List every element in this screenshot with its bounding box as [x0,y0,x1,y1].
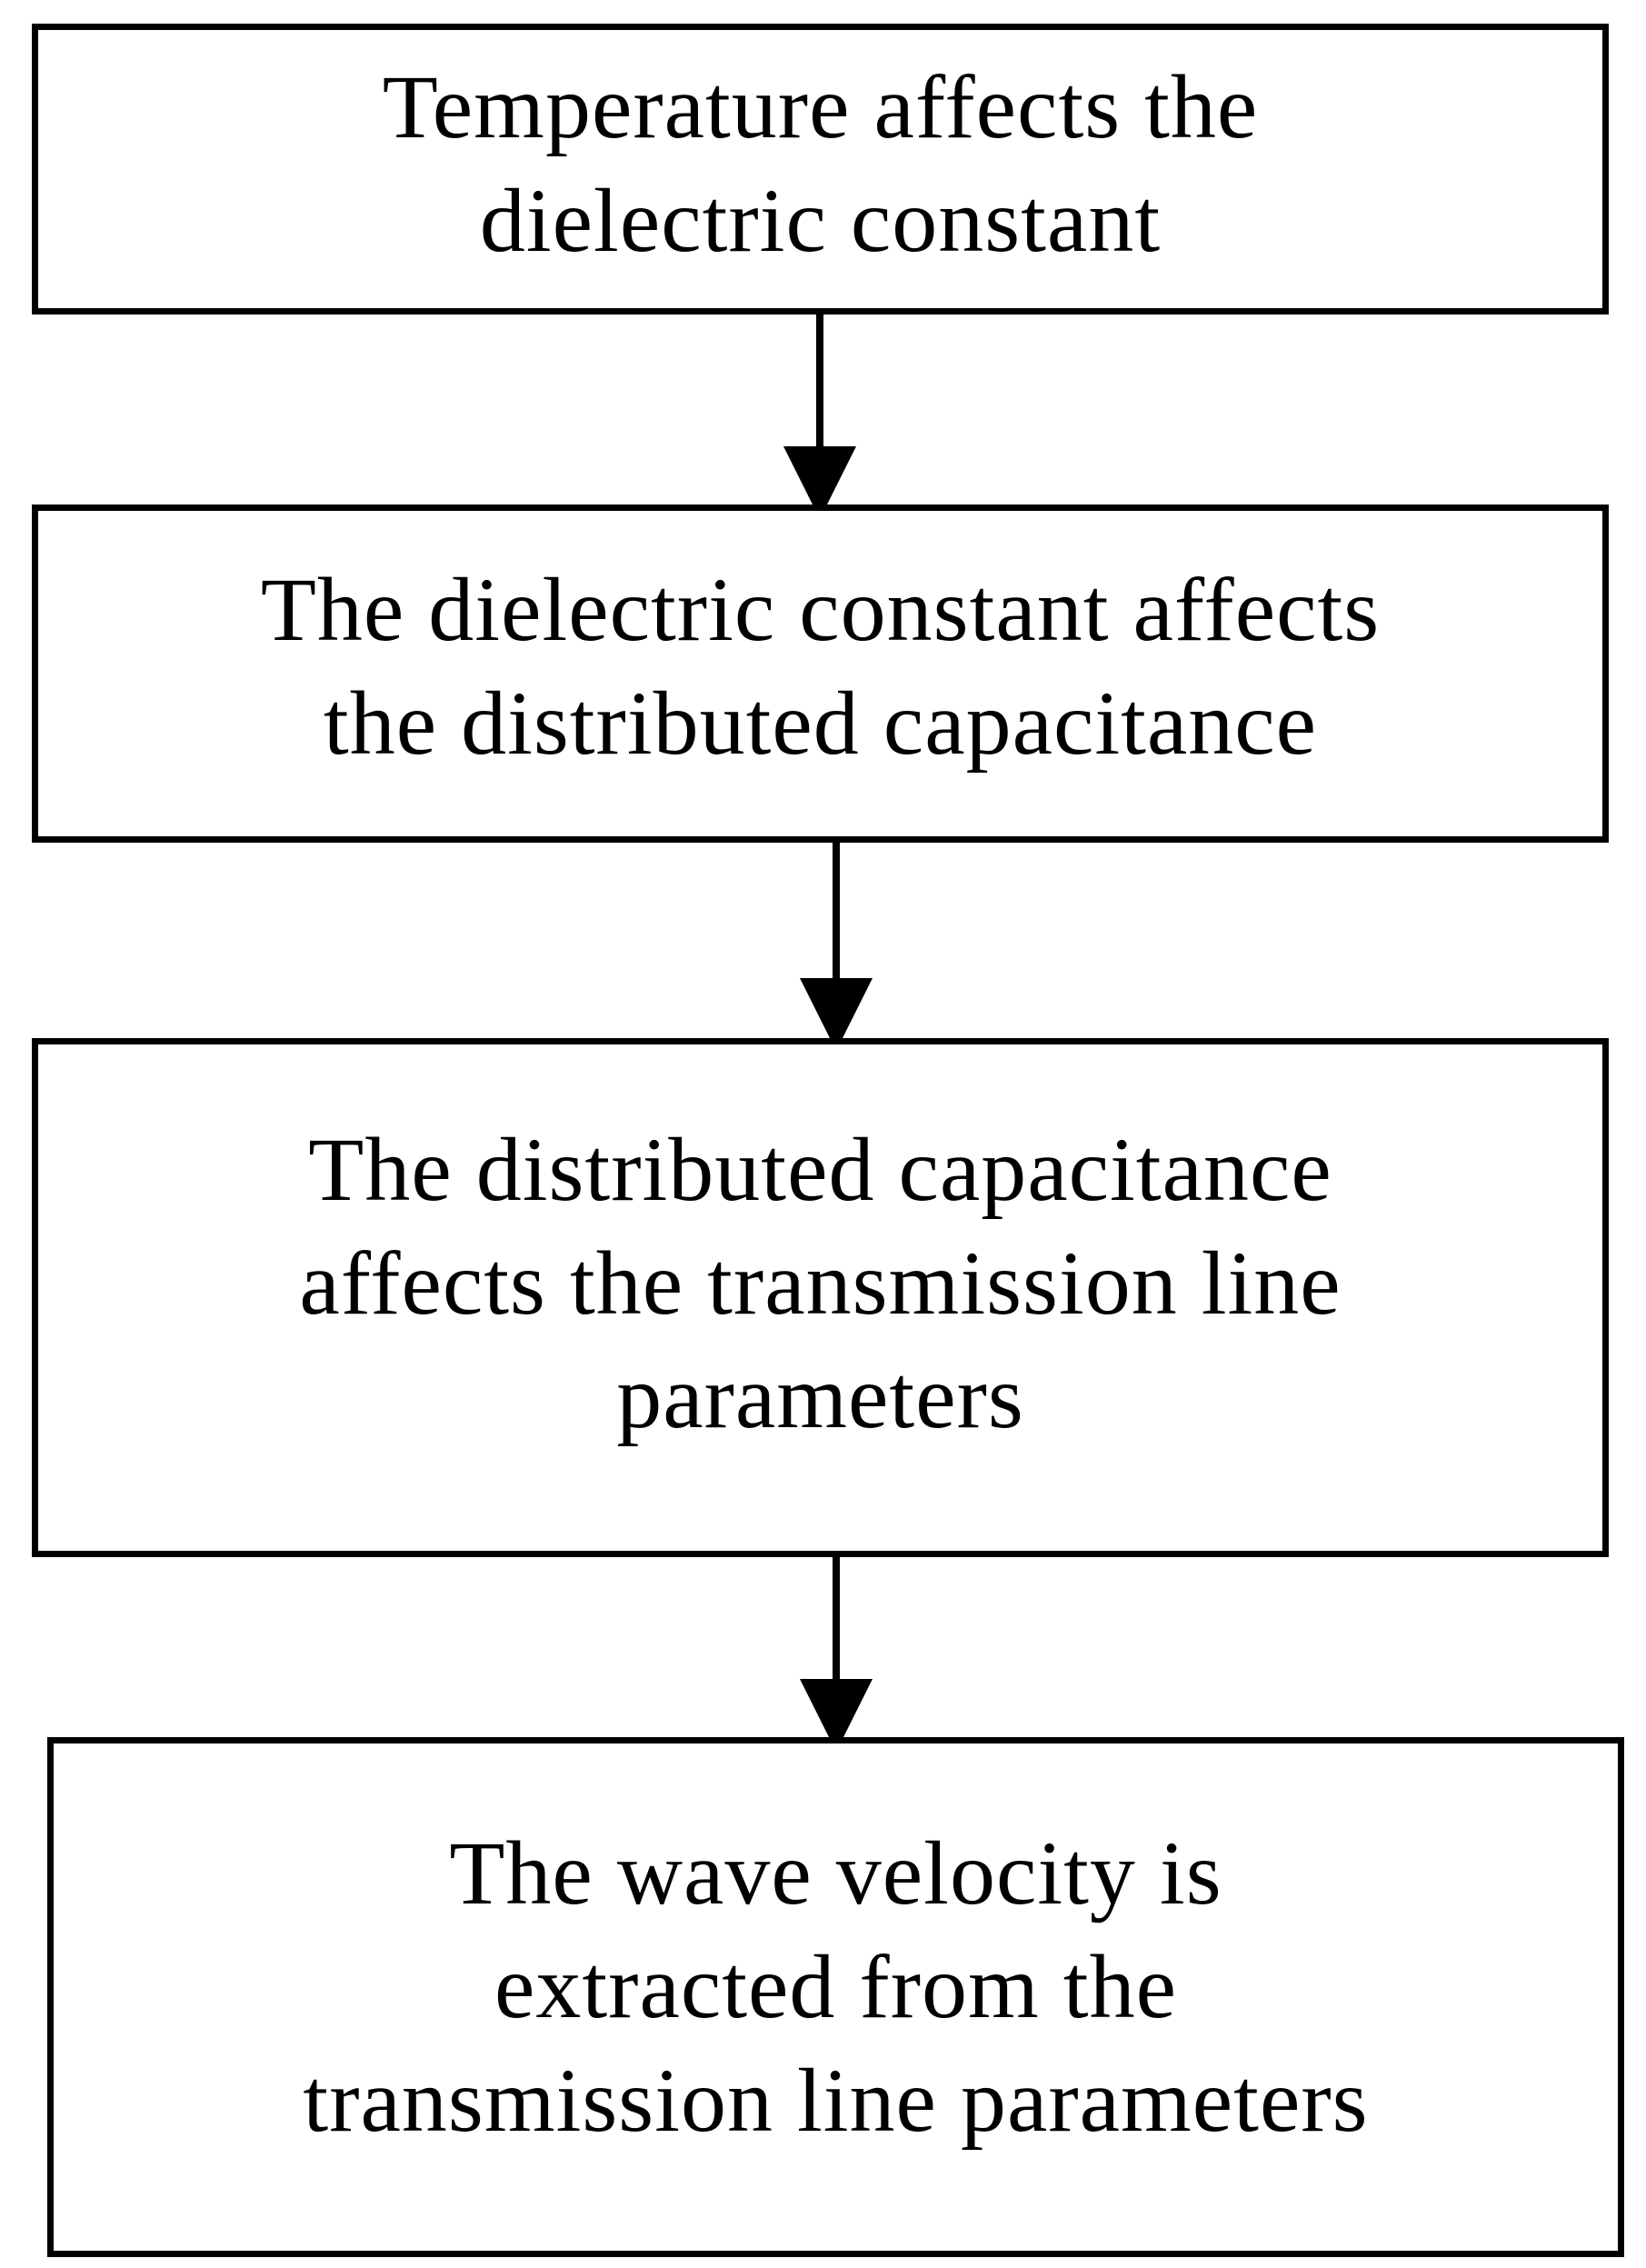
step-velocity-label: The wave velocity is extracted from the … [303,1816,1368,2157]
step-capacitance-box: The distributed capacitance affects the … [32,1038,1609,1557]
step-velocity-line-2: extracted from the [494,1935,1177,2037]
step-capacitance-line-3: parameters [616,1346,1024,1447]
step-dielectric-line-1: The dielectric constant affects [260,559,1381,660]
step-velocity-line-1: The wave velocity is [449,1822,1222,1923]
step-temperature-label: Temperature affects the dielectric const… [383,50,1259,277]
step-temperature-box: Temperature affects the dielectric const… [32,24,1609,315]
step-temperature-line-1: Temperature affects the [382,56,1259,157]
step-dielectric-box: The dielectric constant affects the dist… [32,505,1609,843]
step-capacitance-line-1: The distributed capacitance [308,1119,1332,1220]
step-dielectric-line-2: the distributed capacitance [323,673,1318,774]
step-velocity-box: The wave velocity is extracted from the … [47,1737,1624,2257]
step-temperature-line-2: dielectric constant [479,170,1162,271]
step-capacitance-label: The distributed capacitance affects the … [299,1113,1341,1454]
step-dielectric-label: The dielectric constant affects the dist… [261,553,1380,780]
step-capacitance-line-2: affects the transmission line [299,1233,1342,1334]
step-velocity-line-3: transmission line parameters [303,2049,1369,2151]
